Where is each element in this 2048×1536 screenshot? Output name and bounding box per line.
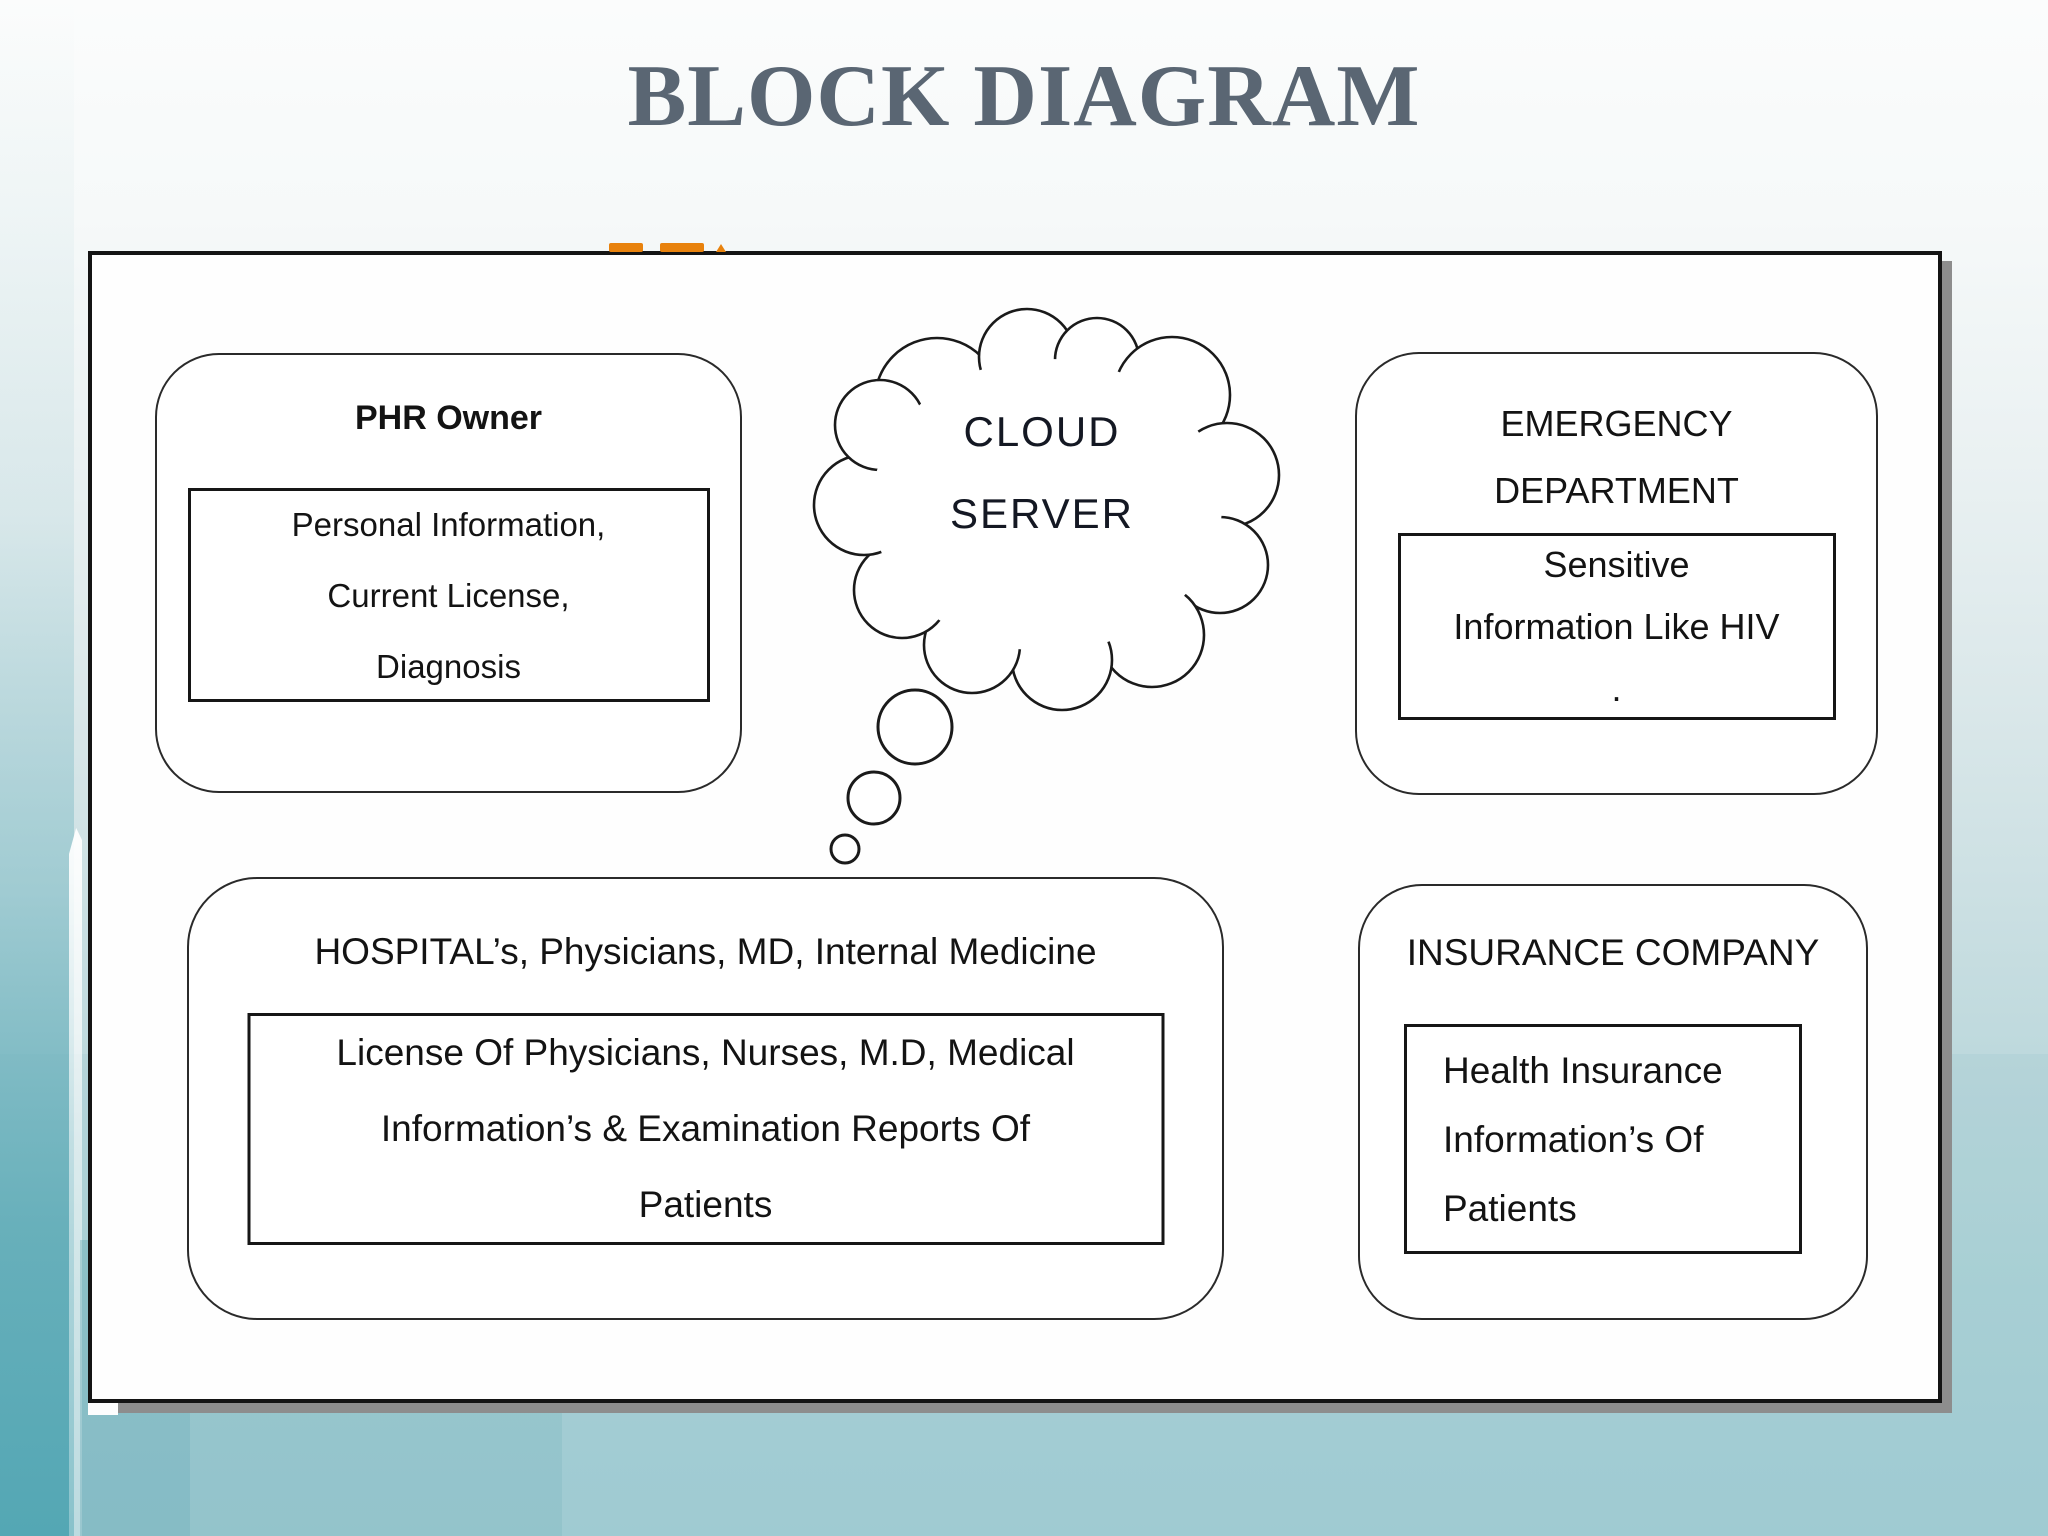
page-title: BLOCK DIAGRAM: [627, 48, 1421, 145]
insurance-company-title: INSURANCE COMPANY: [1406, 932, 1820, 973]
text-line: Sensitive: [1543, 543, 1690, 585]
background-light-streak: [69, 828, 82, 1536]
title-line: DEPARTMENT: [1494, 470, 1739, 511]
phr-owner-data-box: Personal Information, Current License, D…: [187, 488, 710, 702]
clipped-orange-artifact: [609, 243, 643, 252]
hospitals-data-box: License Of Physicians, Nurses, M.D, Medi…: [247, 1013, 1164, 1245]
text-line: Information’s & Examination Reports Of: [380, 1108, 1031, 1149]
cloud-label-line: CLOUD: [963, 408, 1121, 455]
panel-shadow-notch: [88, 1403, 118, 1415]
background-left-column: [0, 0, 74, 1536]
cloud-body: [872, 359, 1222, 651]
text-line: Health Insurance: [1443, 1049, 1723, 1091]
cloud-server-label: CLOUD SERVER: [842, 391, 1242, 555]
hospitals-data-text: License Of Physicians, Nurses, M.D, Medi…: [336, 1015, 1074, 1243]
clipped-orange-artifact: [716, 244, 726, 252]
thought-trail-circle: [876, 688, 954, 766]
phr-owner-data-text: Personal Information, Current License, D…: [292, 489, 606, 702]
title-line: EMERGENCY: [1500, 403, 1733, 444]
clipped-orange-artifact: [660, 243, 704, 252]
node-insurance-company: INSURANCE COMPANY Health Insurance Infor…: [1358, 884, 1868, 1320]
text-line: Information’s Of: [1443, 1118, 1704, 1160]
insurance-data-box: Health Insurance Information’s Of Patien…: [1404, 1024, 1802, 1254]
node-hospitals: HOSPITAL’s, Physicians, MD, Internal Med…: [187, 877, 1224, 1320]
text-line: .: [1611, 667, 1622, 709]
thought-trail-circle: [829, 833, 861, 865]
node-emergency-department: EMERGENCY DEPARTMENT Sensitive Informati…: [1355, 352, 1878, 795]
node-phr-owner: PHR Owner Personal Information, Current …: [155, 353, 742, 793]
emergency-data-box: Sensitive Information Like HIV .: [1397, 533, 1836, 720]
text-line: Current License,: [327, 576, 570, 614]
text-line: Information Like HIV: [1453, 605, 1780, 647]
insurance-data-text: Health Insurance Information’s Of Patien…: [1443, 1036, 1723, 1243]
cloud-server-shape: [812, 307, 1281, 865]
emergency-department-title: EMERGENCY DEPARTMENT: [1357, 390, 1876, 524]
thought-trail-circle: [846, 770, 902, 826]
text-line: Personal Information,: [291, 505, 606, 543]
text-line: Patients: [638, 1184, 773, 1225]
text-line: License Of Physicians, Nurses, M.D, Medi…: [336, 1032, 1075, 1073]
emergency-data-text: Sensitive Information Like HIV .: [1453, 534, 1779, 720]
text-line: Patients: [1443, 1187, 1577, 1229]
phr-owner-title: PHR Owner: [354, 399, 543, 437]
cloud-label-line: SERVER: [950, 490, 1134, 537]
diagram-panel: PHR Owner Personal Information, Current …: [88, 251, 1942, 1403]
text-line: Diagnosis: [376, 647, 521, 685]
hospitals-title: HOSPITAL’s, Physicians, MD, Internal Med…: [314, 931, 1097, 972]
